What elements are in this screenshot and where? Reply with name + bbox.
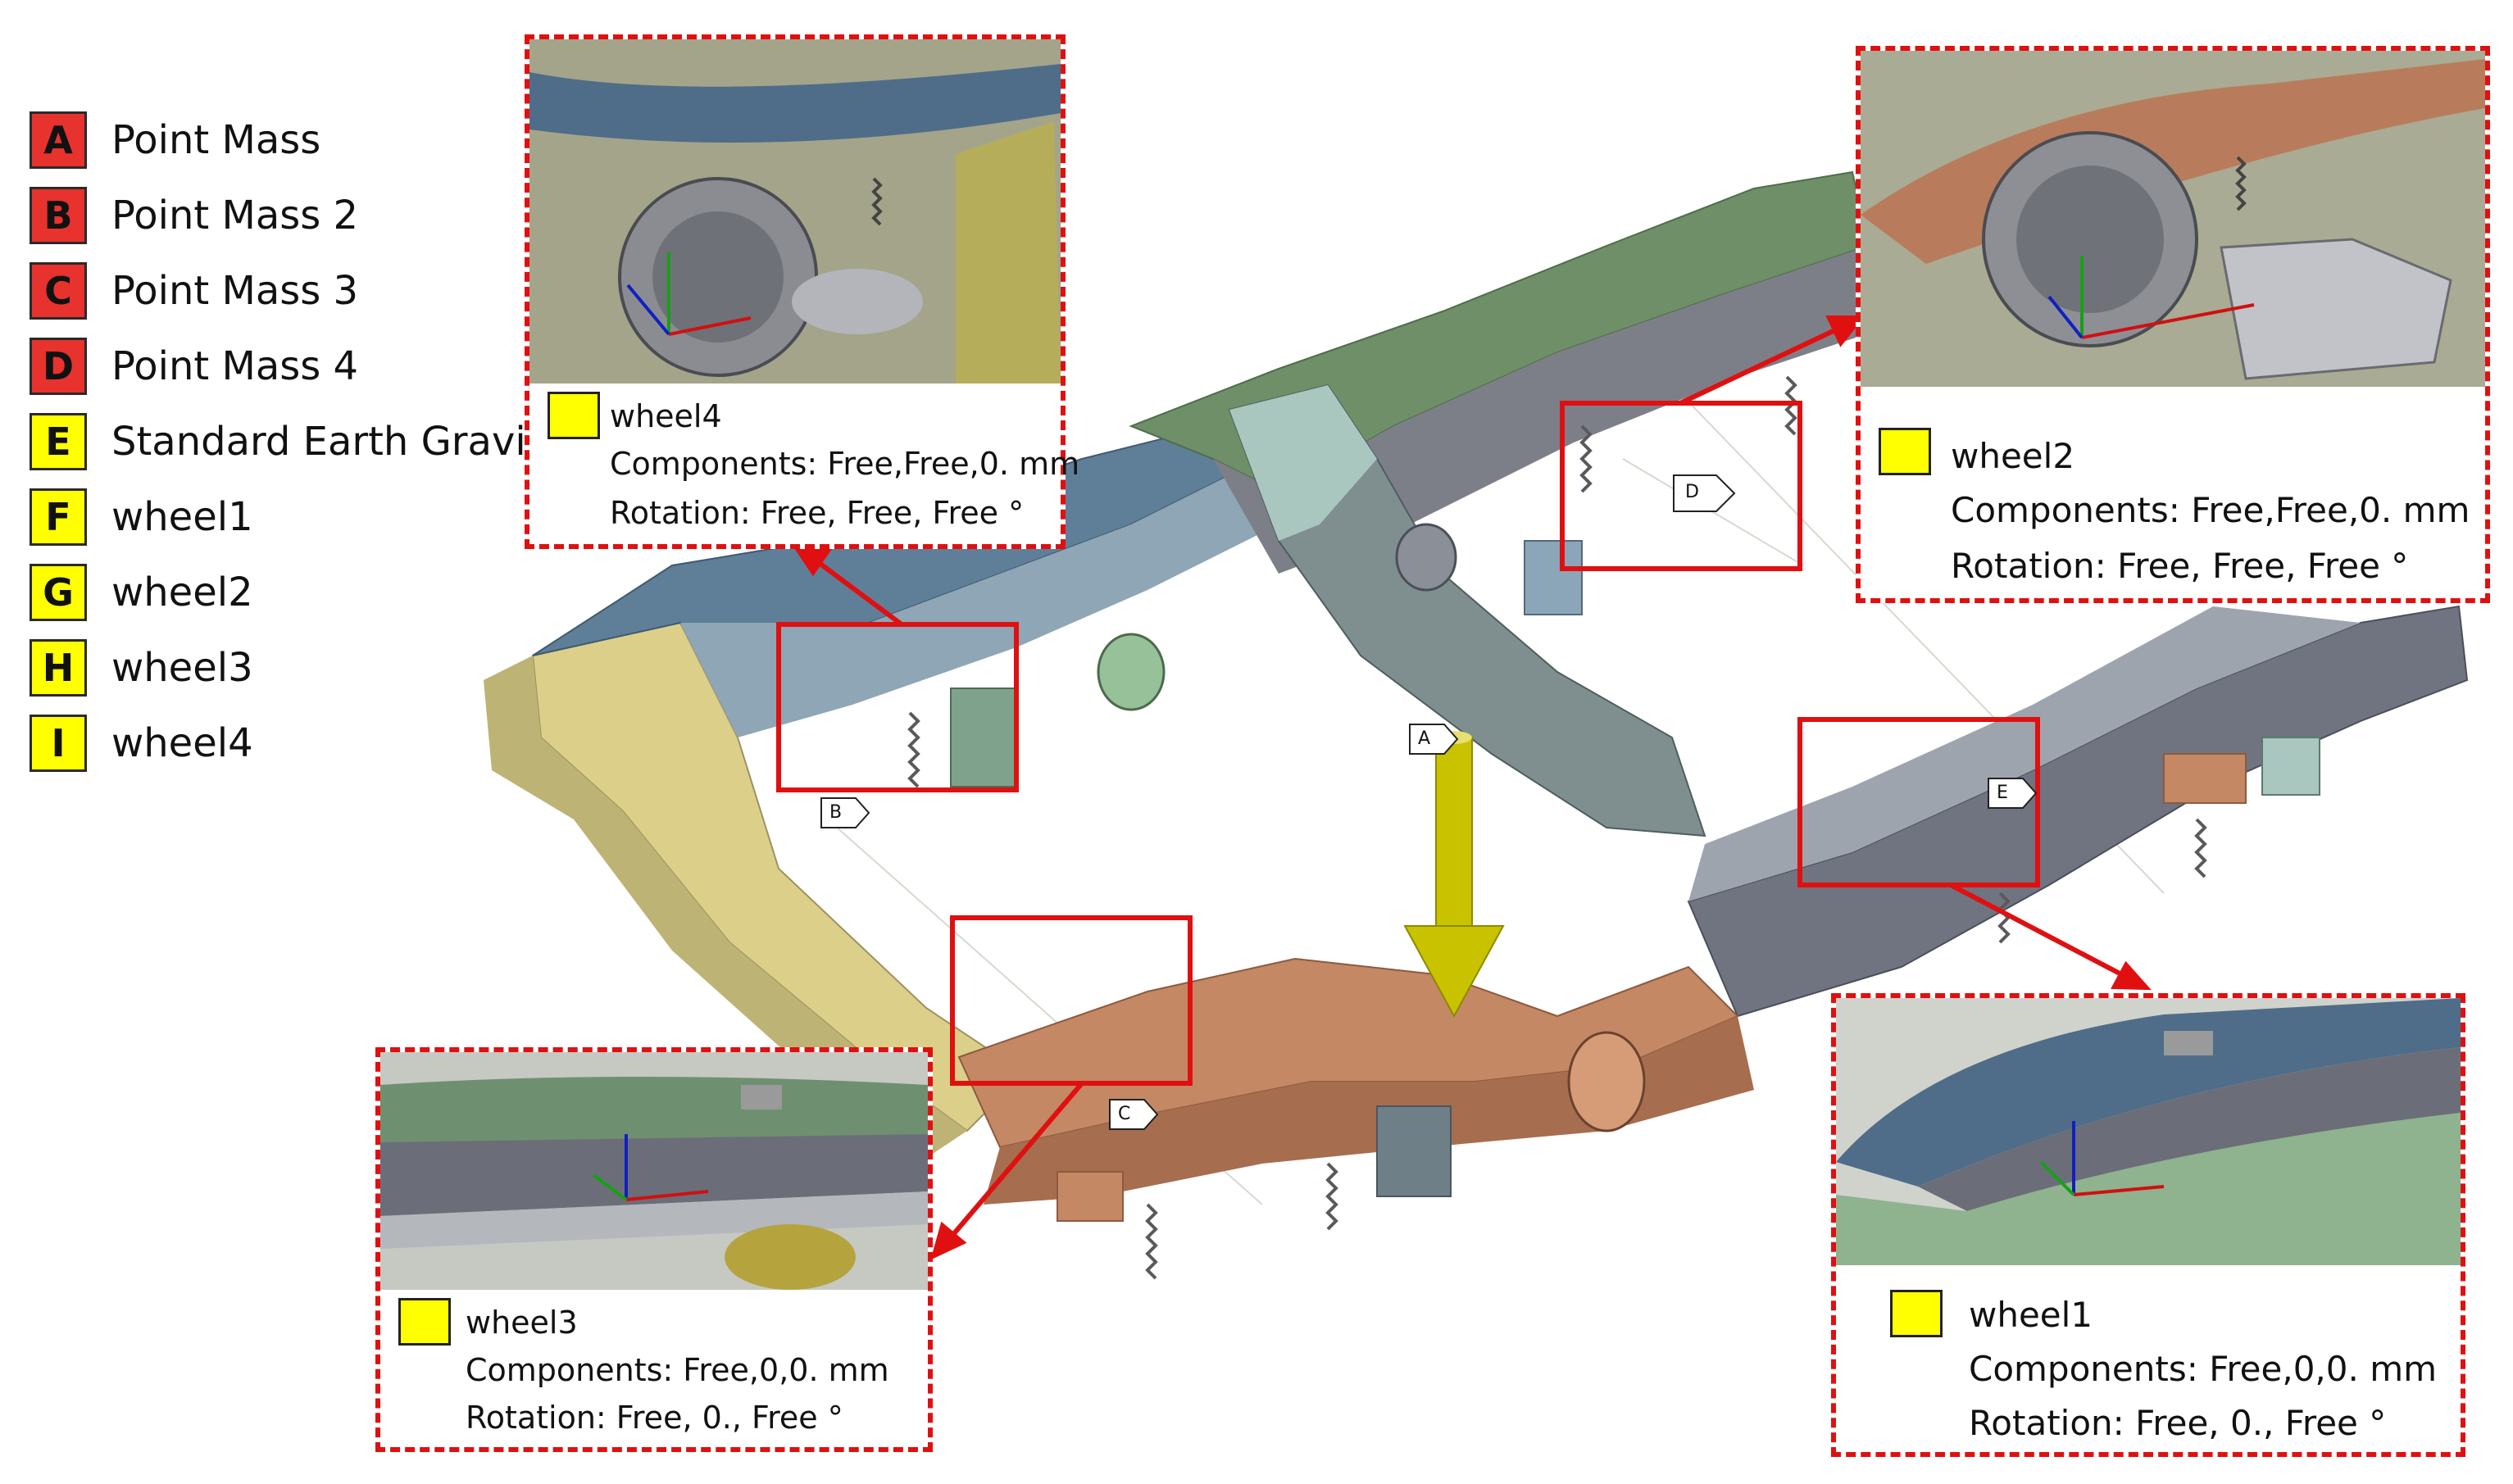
legend-item-point-mass[interactable]: A Point Mass	[30, 107, 320, 174]
marker-tag-icon	[1409, 724, 1459, 755]
marker-c[interactable]: C	[1108, 1098, 1159, 1136]
marker-a[interactable]: A	[1408, 723, 1459, 760]
wheel4-color-swatch	[548, 392, 600, 439]
components-text: Components: Free,Free,0. mm	[610, 446, 1080, 482]
wheel1-detail-view	[1836, 998, 2461, 1265]
callout-arrows	[789, 315, 2152, 1260]
legend-key: H	[30, 639, 87, 697]
rotation-text: Rotation: Free, Free, Free °	[1951, 546, 2409, 586]
inset-title: wheel4	[610, 398, 722, 434]
mount-brackets	[950, 540, 2320, 1222]
marker-tag-icon	[1673, 474, 1736, 512]
inset-title: wheel1	[1969, 1295, 2093, 1335]
inset-title: wheel3	[466, 1305, 578, 1341]
legend-label: wheel1	[111, 494, 253, 540]
components-text: Components: Free,0,0. mm	[466, 1352, 889, 1388]
legend-label: wheel2	[111, 570, 253, 615]
legend-item-wheel4[interactable]: I wheel4	[30, 710, 253, 777]
legend-label: Point Mass 3	[111, 268, 359, 314]
components-text: Components: Free,0,0. mm	[1969, 1349, 2438, 1389]
legend-item-point-mass-3[interactable]: C Point Mass 3	[30, 257, 358, 324]
legend-key: I	[30, 715, 87, 772]
legend-key: F	[30, 488, 87, 546]
rotation-text: Rotation: Free, Free, Free °	[610, 495, 1025, 531]
legend-label: Standard Earth Gravity	[111, 419, 565, 465]
legend-item-point-mass-4[interactable]: D Point Mass 4	[30, 333, 358, 400]
marker-tag-icon	[820, 797, 870, 828]
legend-item-standard-earth-gravity[interactable]: E Standard Earth Gravity	[30, 408, 565, 475]
marker-tag-icon	[1988, 778, 2038, 809]
legend-key: A	[30, 111, 87, 169]
wheel2-color-swatch	[1879, 428, 1931, 475]
inset-wheel4[interactable]: wheel4 Components: Free,Free,0. mm Rotat…	[525, 34, 1079, 549]
legend-label: wheel4	[111, 720, 253, 766]
wheel1-color-swatch	[1890, 1290, 1943, 1337]
legend-item-wheel2[interactable]: G wheel2	[30, 559, 253, 626]
legend-key: D	[30, 338, 87, 395]
marker-e[interactable]: E	[1987, 777, 2038, 815]
marker-tag-icon	[1109, 1099, 1159, 1130]
wheel3-detail-view	[380, 1052, 928, 1290]
legend-key: G	[30, 564, 87, 621]
legend-label: Point Mass 4	[111, 343, 359, 389]
legend-label: Point Mass 2	[111, 193, 359, 238]
inset-wheel2[interactable]: wheel2 Components: Free,Free,0. mm Rotat…	[1856, 46, 2490, 603]
legend-label: wheel3	[111, 645, 253, 691]
legend-key: B	[30, 187, 87, 244]
components-text: Components: Free,Free,0. mm	[1951, 490, 2470, 530]
legend-item-wheel1[interactable]: F wheel1	[30, 483, 253, 551]
inset-title: wheel2	[1951, 436, 2075, 476]
legend-key: E	[30, 413, 87, 470]
legend-item-wheel3[interactable]: H wheel3	[30, 634, 253, 701]
legend-item-point-mass-2[interactable]: B Point Mass 2	[30, 182, 358, 249]
wheel4-detail-view	[529, 39, 1061, 383]
marker-d[interactable]: D	[1672, 474, 1736, 518]
springs	[907, 375, 2207, 1280]
legend-key: C	[30, 262, 87, 320]
inset-wheel3[interactable]: wheel3 Components: Free,0,0. mm Rotation…	[375, 1047, 933, 1452]
inset-wheel1[interactable]: wheel1 Components: Free,0,0. mm Rotation…	[1831, 993, 2465, 1457]
wheel2-detail-view	[1861, 51, 2485, 387]
rotation-text: Rotation: Free, 0., Free °	[1969, 1403, 2387, 1443]
legend-label: Point Mass	[111, 117, 321, 163]
rotation-text: Rotation: Free, 0., Free °	[466, 1400, 843, 1436]
wheel3-color-swatch	[398, 1298, 451, 1346]
marker-b[interactable]: B	[820, 796, 870, 834]
